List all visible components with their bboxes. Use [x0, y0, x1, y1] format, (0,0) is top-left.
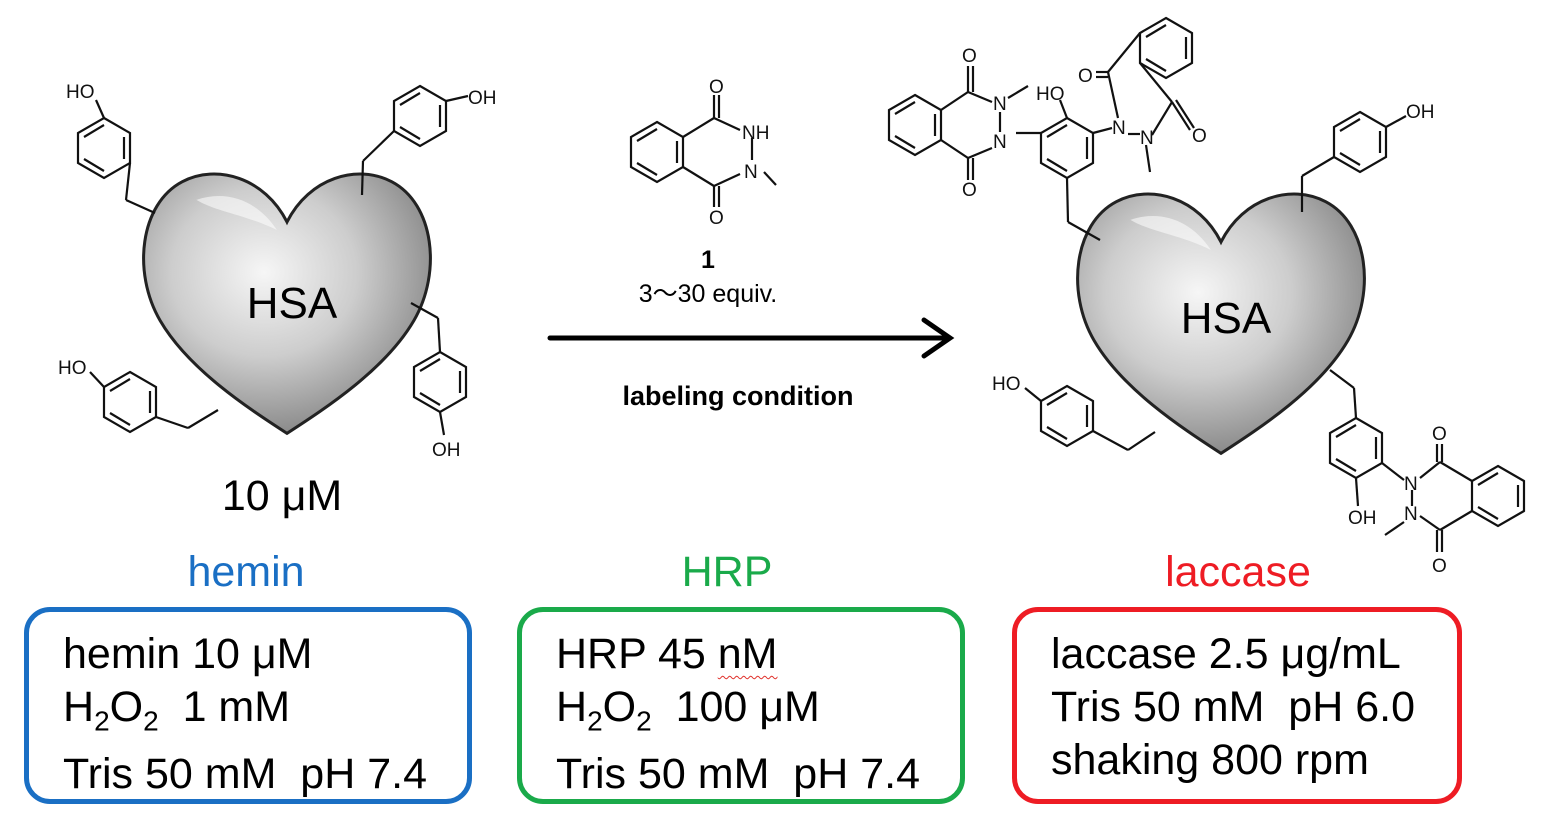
atom-label: O — [1192, 126, 1207, 147]
atom-label: O — [962, 46, 977, 67]
atom-label: N — [744, 162, 758, 183]
atom-label: N — [1404, 474, 1418, 495]
atom-label: O — [1432, 424, 1447, 445]
hydroxyl-label: HO — [66, 82, 95, 103]
atom-label: N — [993, 132, 1007, 153]
condition-title-laccase: laccase — [1165, 548, 1311, 596]
atom-label: N — [993, 94, 1007, 115]
condition-line: Tris 50 mM pH 7.4 — [63, 749, 427, 798]
hydroxyl-label: HO — [1036, 84, 1065, 105]
hydroxyl-label: OH — [468, 88, 497, 109]
condition-line: shaking 800 rpm — [1051, 736, 1369, 784]
atom-label: N — [1404, 504, 1418, 525]
hydroxyl-label: HO — [58, 358, 87, 379]
hsa-label-right: HSA — [1181, 294, 1272, 343]
condition-line: hemin 10 μM — [63, 630, 313, 678]
protein-concentration: 10 μM — [222, 472, 342, 520]
reaction-arrow — [547, 317, 955, 359]
condition-line: Tris 50 mM pH 6.0 — [1051, 683, 1415, 731]
condition-box-laccase: laccase 2.5 μg/mL Tris 50 mM pH 6.0 shak… — [1012, 607, 1462, 804]
condition-box-hemin: hemin 10 μM H2O2 1 mM Tris 50 mM pH 7.4 — [24, 607, 472, 804]
atom-label: O — [1432, 556, 1447, 577]
atom-label: N — [1140, 128, 1154, 149]
condition-line: H2O2 100 μM — [556, 683, 820, 737]
arrow-label: labeling condition — [623, 381, 854, 411]
atom-label: O — [709, 77, 724, 98]
tyrosine-residues-left — [76, 84, 469, 436]
hsa-label-left: HSA — [247, 279, 338, 328]
hydroxyl-label: OH — [1348, 508, 1377, 529]
condition-line: Tris 50 mM pH 7.4 — [556, 749, 920, 798]
reagent-structure — [629, 95, 777, 207]
atom-label: NH — [742, 123, 769, 144]
hydroxyl-label: OH — [432, 440, 461, 461]
equivalents-label: 3～30 equiv. — [639, 280, 778, 308]
condition-title-hemin: hemin — [187, 548, 305, 596]
condition-line: laccase 2.5 μg/mL — [1051, 630, 1401, 678]
atom-label: O — [1078, 66, 1093, 87]
hydroxyl-label: OH — [1406, 102, 1435, 123]
compound-number: 1 — [701, 246, 715, 274]
condition-title-hrp: HRP — [681, 548, 773, 596]
atom-label: O — [709, 208, 724, 229]
atom-label: O — [962, 180, 977, 201]
condition-box-hrp: HRP 45 nM H2O2 100 μM Tris 50 mM pH 7.4 — [517, 607, 965, 804]
labeled-tyrosines-right — [887, 16, 1526, 552]
atom-label: N — [1112, 118, 1126, 139]
hydroxyl-label: HO — [992, 374, 1021, 395]
condition-line: HRP 45 nM — [556, 630, 778, 678]
condition-line: H2O2 1 mM — [63, 683, 291, 737]
